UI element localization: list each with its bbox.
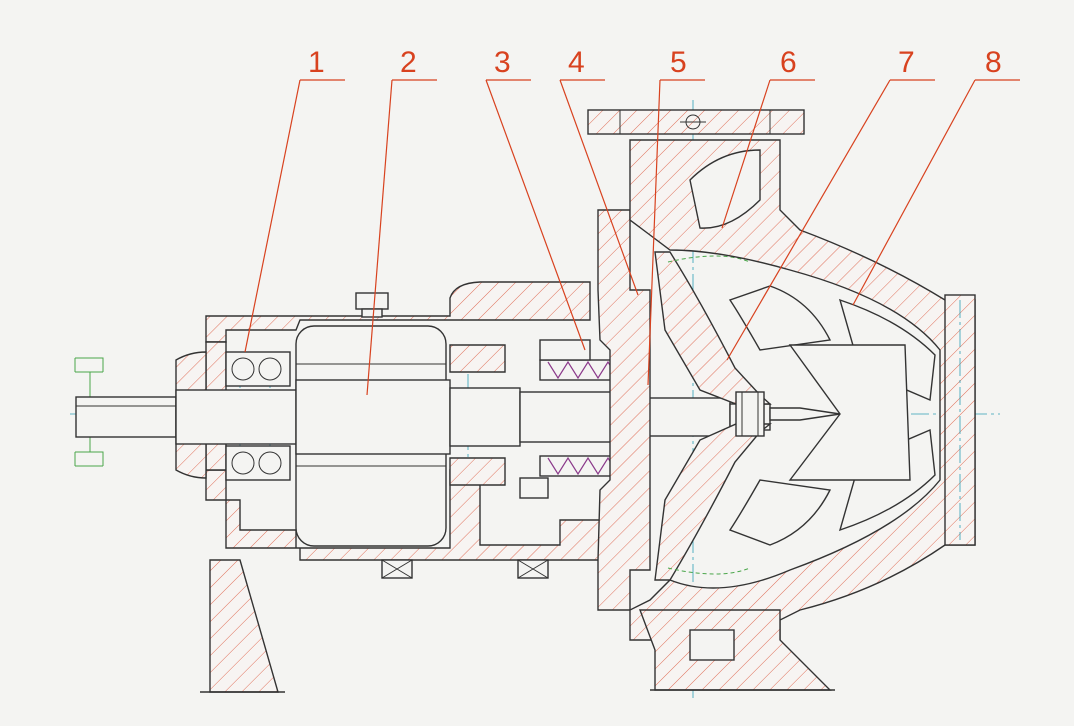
label-7: 7 xyxy=(898,46,915,79)
label-8: 8 xyxy=(985,46,1002,79)
leader-lines xyxy=(244,79,1020,396)
casing-foot xyxy=(638,609,835,691)
label-1: 1 xyxy=(308,46,325,79)
label-3: 3 xyxy=(494,46,511,79)
label-2: 2 xyxy=(400,46,417,79)
support-foot xyxy=(200,559,285,693)
breather-plug xyxy=(355,292,389,318)
label-4: 4 xyxy=(568,46,585,79)
discharge-flange xyxy=(587,109,805,135)
shaft-end xyxy=(75,396,177,438)
label-6: 6 xyxy=(780,46,797,79)
drain-plug-left xyxy=(381,559,413,579)
ball-bearings xyxy=(225,351,291,481)
volute-casing xyxy=(629,139,976,641)
impeller-nut xyxy=(735,391,765,437)
drain-plug-right xyxy=(517,559,549,579)
suction-flange xyxy=(944,294,976,546)
label-5: 5 xyxy=(670,46,687,79)
